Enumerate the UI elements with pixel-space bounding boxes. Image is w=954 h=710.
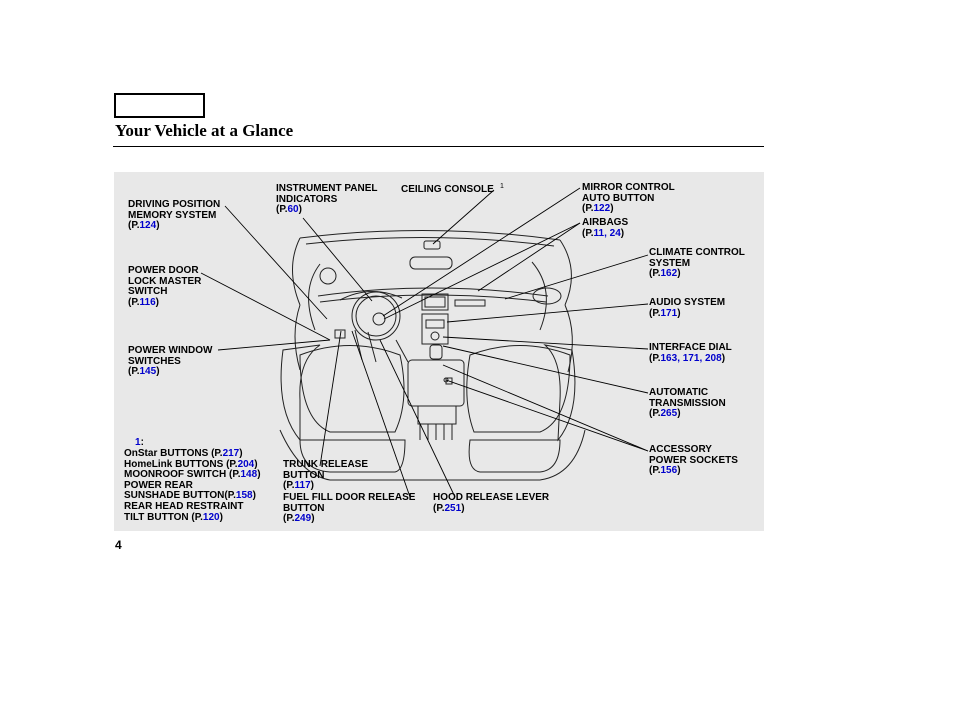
page-link-60[interactable]: 60 <box>287 204 299 216</box>
label-power-window: POWER WINDOW SWITCHES (P.145) <box>128 345 213 378</box>
leader-power-door <box>200 272 331 341</box>
leader-hood <box>379 339 456 498</box>
leader-fuel <box>351 330 411 498</box>
page-link-251[interactable]: 251 <box>444 502 462 514</box>
label-automatic-transmission: AUTOMATIC TRANSMISSION (P.265) <box>649 387 726 420</box>
footnote-item: REAR HEAD RESTRAINT <box>124 500 244 512</box>
label-accessory-sockets: ACCESSORY POWER SOCKETS (P.156) <box>649 444 738 477</box>
label-interface-dial: INTERFACE DIAL (P.163, 171, 208) <box>649 342 732 364</box>
page-link-122[interactable]: 122 <box>593 203 611 215</box>
page-link-265[interactable]: 265 <box>660 408 678 420</box>
label-instrument-panel: INSTRUMENT PANEL INDICATORS (P.60) <box>276 183 378 216</box>
page-link-145[interactable]: 145 <box>139 366 157 378</box>
footnote-item: SUNSHADE BUTTON(P.158) <box>124 490 256 502</box>
label-fuel-fill: FUEL FILL DOOR RELEASE BUTTON (P.249) <box>283 492 416 525</box>
label-mirror-control: MIRROR CONTROL AUTO BUTTON (P.122) <box>582 182 675 215</box>
page-link-24[interactable]: 24 <box>609 227 621 239</box>
page-link-158[interactable]: 158 <box>235 490 253 502</box>
leader-driving-position <box>224 205 328 320</box>
page-link-156[interactable]: 156 <box>660 465 678 477</box>
label-ceiling-console: CEILING CONSOLE <box>401 184 494 195</box>
leader-mirror-control <box>382 187 581 317</box>
page-title: Your Vehicle at a Glance <box>115 121 294 140</box>
page-link-208[interactable]: 208 <box>705 352 722 364</box>
leader-instrument-panel <box>302 217 373 302</box>
page-number: 4 <box>115 538 122 552</box>
ceiling-console-footnote-marker: 1 <box>500 183 504 190</box>
leader-trunk <box>319 330 342 467</box>
page-link-163[interactable]: 163 <box>660 352 678 364</box>
page-link-162[interactable]: 162 <box>660 268 678 280</box>
leader-interface-dial <box>442 336 649 350</box>
label-driving-position: DRIVING POSITION MEMORY SYSTEM (P.124) <box>128 199 221 232</box>
footnote-item: HomeLink BUTTONS (P.204) <box>124 458 258 470</box>
footnote-marker: 1: <box>135 437 144 448</box>
illustration-panel <box>114 172 764 531</box>
contents-button[interactable] <box>114 93 205 118</box>
footnote-item: TILT BUTTON (P.120) <box>124 511 223 523</box>
footnote-item: MOONROOF SWITCH (P.148) <box>124 469 261 481</box>
leader-power-window <box>217 339 331 351</box>
leader-climate <box>504 254 649 300</box>
label-trunk-release: TRUNK RELEASE BUTTON (P.117) <box>283 459 369 492</box>
page-link-116[interactable]: 116 <box>139 296 156 308</box>
page-link-148[interactable]: 148 <box>240 469 258 481</box>
leader-airbags-2 <box>477 222 581 292</box>
page-link-11[interactable]: 11 <box>593 227 605 239</box>
title-rule <box>113 146 764 147</box>
page-link-217[interactable]: 217 <box>222 448 240 459</box>
leader-airbags-1 <box>383 222 581 320</box>
leader-socket-1 <box>442 364 649 452</box>
leader-ceiling-console <box>432 189 495 245</box>
page-link-124[interactable]: 124 <box>139 220 157 232</box>
label-audio-system: AUDIO SYSTEM (P.171) <box>649 297 726 319</box>
label-climate-control: CLIMATE CONTROL SYSTEM (P.162) <box>649 247 745 280</box>
page-link-171[interactable]: 171 <box>660 307 678 319</box>
label-power-door: POWER DOOR LOCK MASTER SWITCH (P.116) <box>128 265 202 308</box>
leader-transmission <box>442 345 649 394</box>
leader-socket-2 <box>445 379 649 452</box>
page-link-249[interactable]: 249 <box>294 513 312 525</box>
label-hood-release: HOOD RELEASE LEVER (P.251) <box>433 492 550 514</box>
page-link-117[interactable]: 117 <box>294 480 311 492</box>
footnote-item: POWER REAR <box>124 479 193 491</box>
footnote-list: OnStar BUTTONS (P.217) HomeLink BUTTONS … <box>124 448 261 523</box>
page-link-204[interactable]: 204 <box>237 458 255 470</box>
page-link-171b[interactable]: 171 <box>682 352 700 364</box>
footnote-item: OnStar BUTTONS (P.217) <box>124 448 243 459</box>
page-link-120[interactable]: 120 <box>202 511 220 523</box>
label-airbags: AIRBAGS (P.11, 24) <box>582 217 629 239</box>
leader-audio <box>446 303 649 323</box>
